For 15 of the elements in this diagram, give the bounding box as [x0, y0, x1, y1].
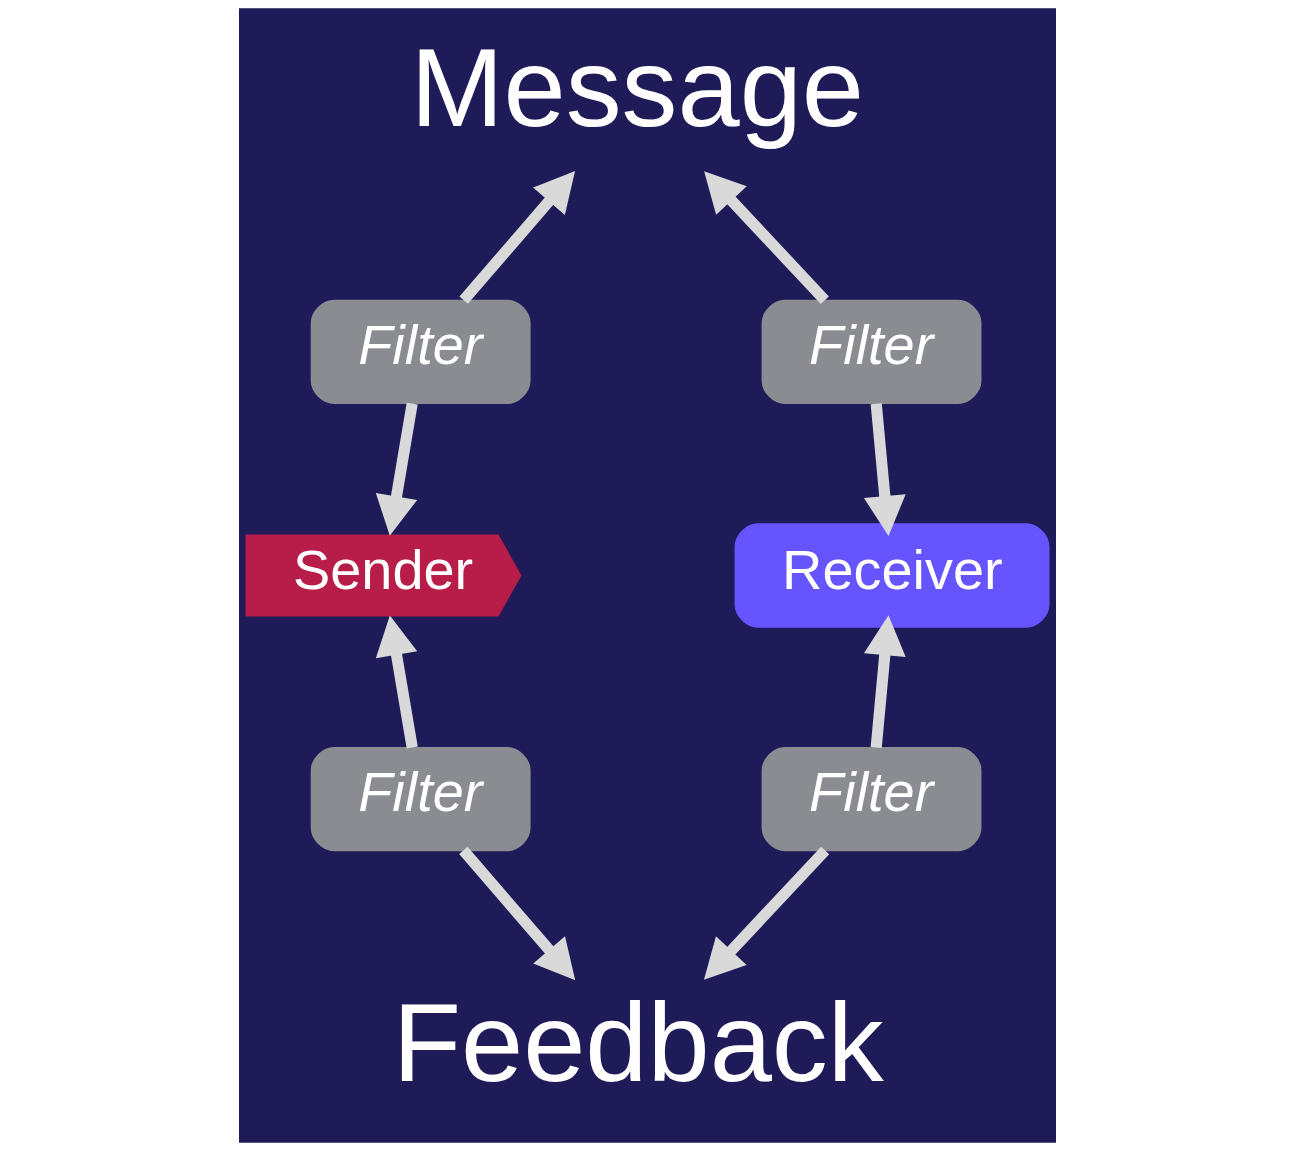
arrow — [375, 615, 418, 749]
arrow — [703, 171, 829, 304]
node-text: Message — [409, 24, 864, 150]
node-box: Filter — [761, 746, 981, 852]
arrow — [458, 171, 575, 304]
arrow — [458, 846, 575, 981]
node-box: Filter — [310, 746, 531, 852]
node-box: Receiver — [734, 523, 1049, 628]
arrow — [863, 403, 906, 536]
arrow — [703, 846, 829, 980]
arrow — [863, 615, 906, 749]
node-box: Filter — [761, 299, 981, 405]
arrow — [375, 402, 418, 536]
node-box: Filter — [310, 299, 531, 405]
node-text: Feedback — [392, 980, 884, 1106]
